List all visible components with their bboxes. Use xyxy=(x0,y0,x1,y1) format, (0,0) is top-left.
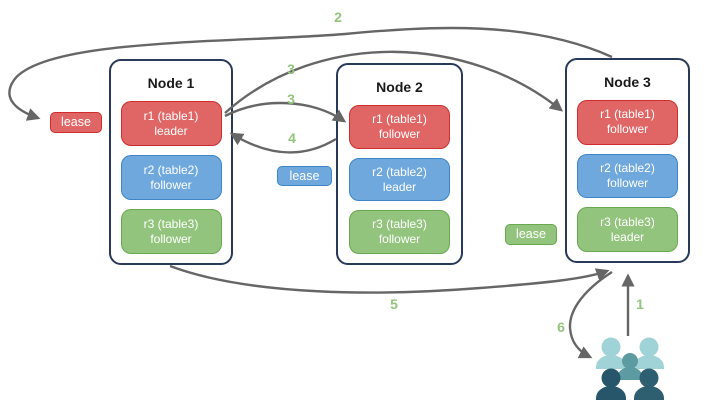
node-2-title: Node 2 xyxy=(376,79,423,95)
replica-label: r2 (table2) xyxy=(600,161,655,175)
step-label-3b: 3 xyxy=(287,91,295,107)
replica-label: r1 (table1) xyxy=(372,111,427,126)
replica-label: r2 (table2) xyxy=(372,164,427,179)
node-1-replica-r3: r3 (table3) follower xyxy=(120,209,222,254)
lease-badge-table2: lease xyxy=(277,166,332,186)
node-1: Node 1 r1 (table1) leader r2 (table2) fo… xyxy=(109,59,233,265)
users-group-icon xyxy=(596,337,664,400)
replica-role: leader xyxy=(382,179,417,194)
node-3-replica-r2: r2 (table2) follower xyxy=(577,153,678,199)
arrow-step-5-node1-to-node3 xyxy=(169,264,610,294)
step-label-6: 6 xyxy=(557,319,565,335)
node-3-replica-r3: r3 (table3) leader xyxy=(577,207,678,253)
replica-label: r3 (table3) xyxy=(600,214,655,229)
replica-role: follower xyxy=(606,122,649,137)
replica-label: r3 (table3) xyxy=(372,217,427,232)
node-3-title: Node 3 xyxy=(604,74,651,90)
replica-role: leader xyxy=(154,123,188,138)
arrow-step-6-node3-to-users xyxy=(568,270,613,359)
replica-label: r1 (table1) xyxy=(600,107,655,122)
replica-label: r2 (table2) xyxy=(143,162,199,177)
node-2: Node 2 r1 (table1) follower r2 (table2) … xyxy=(336,63,463,265)
arrow-step-2-node3-to-lease xyxy=(8,26,613,121)
step-label-3a: 3 xyxy=(287,61,295,77)
node-1-replica-r1: r1 (table1) leader xyxy=(120,101,222,146)
step-label-1: 1 xyxy=(636,296,644,312)
replica-label: r1 (table1) xyxy=(143,108,199,123)
node-1-title: Node 1 xyxy=(147,75,195,91)
step-label-4: 4 xyxy=(288,130,296,146)
node-3: Node 3 r1 (table1) follower r2 (table2) … xyxy=(565,58,690,263)
replica-label: r3 (table3) xyxy=(143,216,199,231)
node-2-replica-r3: r3 (table3) follower xyxy=(349,210,450,255)
replica-role: follower xyxy=(606,176,649,190)
replica-role: follower xyxy=(378,232,421,247)
node-3-replica-r1: r1 (table1) follower xyxy=(577,100,678,145)
lease-badge-table3: lease xyxy=(505,224,557,245)
replica-role: follower xyxy=(378,126,421,141)
node-1-replica-r2: r2 (table2) follower xyxy=(120,155,222,200)
node-2-replica-r1: r1 (table1) follower xyxy=(349,105,450,149)
replica-role: follower xyxy=(150,177,192,192)
step-label-2: 2 xyxy=(334,9,342,25)
step-label-5: 5 xyxy=(390,296,398,312)
lease-badge-table1: lease xyxy=(50,112,102,133)
replica-role: follower xyxy=(150,231,192,246)
node-2-replica-r2: r2 (table2) leader xyxy=(349,157,450,202)
replica-role: leader xyxy=(610,229,645,244)
